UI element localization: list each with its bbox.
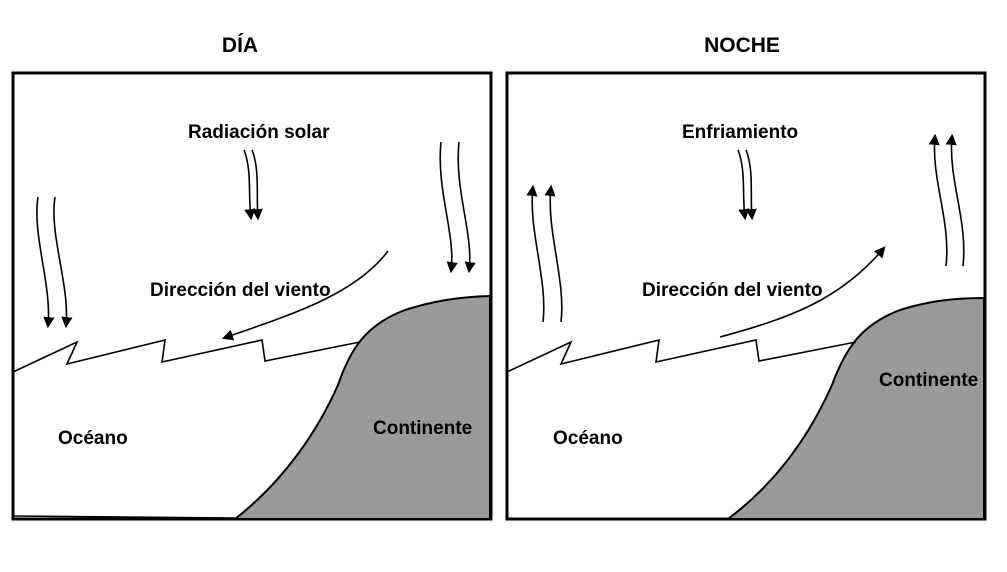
day-continent xyxy=(232,294,491,520)
night-panel: NOCHE Enfriamiento Dirección del viento … xyxy=(505,34,987,521)
day-ocean-bottom xyxy=(12,515,236,519)
night-wind-label: Dirección del viento xyxy=(642,280,823,301)
day-solar-radiation-center-arrows xyxy=(243,149,263,221)
night-rising-right-arrows xyxy=(928,133,965,267)
day-solar-radiation-right-arrows xyxy=(439,141,476,274)
night-ocean-label: Océano xyxy=(553,428,623,449)
night-sea-surface xyxy=(506,338,857,373)
day-title: DÍA xyxy=(222,34,258,57)
day-wind-label: Dirección del viento xyxy=(150,280,331,301)
night-rising-left-arrows xyxy=(526,184,563,323)
day-panel: DÍA Radiación solar Dirección del viento… xyxy=(11,34,493,521)
day-sea-surface xyxy=(12,338,361,373)
night-cooling-label: Enfriamiento xyxy=(682,122,798,143)
day-solar-radiation-label: Radiación solar xyxy=(188,122,330,143)
night-cooling-center-arrows xyxy=(737,149,757,221)
night-title: NOCHE xyxy=(704,34,780,57)
day-continent-label: Continente xyxy=(373,418,472,439)
day-ocean-label: Océano xyxy=(58,428,128,449)
day-wind-arrow xyxy=(221,250,389,341)
night-continent-label: Continente xyxy=(879,370,978,391)
day-solar-radiation-left-arrows xyxy=(36,196,73,329)
night-continent xyxy=(725,296,985,520)
night-wind-arrow xyxy=(719,246,886,338)
